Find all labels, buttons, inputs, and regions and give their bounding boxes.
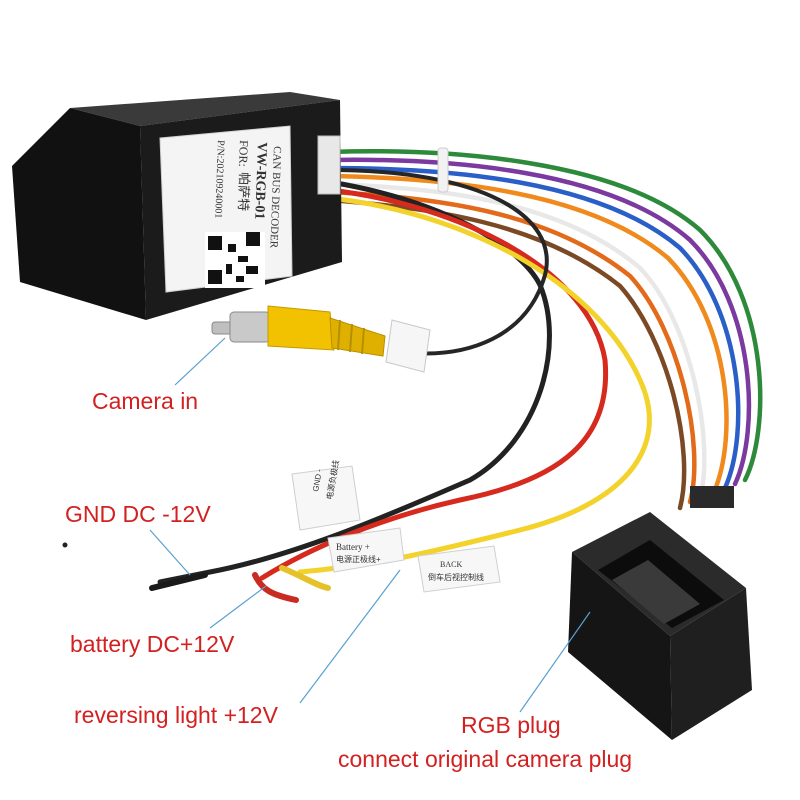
back-tag-line-1: BACK — [440, 560, 462, 569]
qr-code-icon — [205, 232, 265, 288]
callout-rgb-plug-description: connect original camera plug — [338, 746, 633, 772]
leader-camera-in — [174, 337, 226, 386]
back-tag: BACK 倒车后视控制线 — [417, 545, 501, 593]
callout-rgb-plug: RGB plug — [461, 712, 561, 738]
wire-black-camera — [328, 168, 549, 356]
back-tag-line-2: 倒车后视控制线 — [428, 572, 484, 582]
dust-speck — [62, 542, 68, 548]
leader-battery — [209, 585, 267, 629]
gnd-tag: GND - 电源负极线 — [291, 459, 361, 531]
callout-gnd: GND DC -12V — [65, 501, 211, 527]
gnd-tag-line-1: GND - — [311, 468, 324, 492]
wire-end-red — [252, 572, 299, 603]
wire-yellow-reverse — [297, 195, 652, 575]
rgb-plug-connector — [568, 486, 752, 740]
sticker-line-1: CAN BUS DECODER — [267, 146, 283, 249]
camera-cable-tag — [385, 319, 431, 373]
sticker-line-5: P/N:202109240001 — [212, 140, 226, 219]
callout-reversing-light: reversing light +12V — [74, 702, 278, 728]
wire-orange-2 — [327, 189, 697, 505]
sticker-line-2: VW-RGB-01 — [251, 142, 269, 220]
wire-white — [327, 181, 707, 501]
leader-rgb-plug — [519, 611, 591, 713]
battery-tag: Battery + 电源正极线+ — [327, 527, 405, 573]
battery-tag-line-1: Battery + — [336, 542, 370, 552]
decoder-connector — [317, 135, 341, 195]
sticker-line-4: 帕萨特 — [236, 172, 252, 212]
callout-camera-in: Camera in — [92, 388, 199, 414]
wire-red-battery — [259, 187, 609, 581]
sticker-line-3: FOR: — [236, 140, 251, 167]
callout-battery: battery DC+12V — [70, 631, 235, 657]
cable-tie — [437, 147, 449, 193]
rca-camera-plug — [211, 305, 386, 357]
battery-tag-line-2: 电源正极线+ — [336, 554, 381, 564]
leader-lines — [149, 337, 591, 713]
leader-gnd — [149, 529, 191, 576]
can-bus-decoder-box: CAN BUS DECODER VW-RGB-01 FOR: 帕萨特 P/N:2… — [12, 92, 342, 320]
wire-end-yellow — [279, 565, 331, 591]
wire-end-black — [149, 572, 208, 591]
leader-reversing — [299, 569, 401, 704]
